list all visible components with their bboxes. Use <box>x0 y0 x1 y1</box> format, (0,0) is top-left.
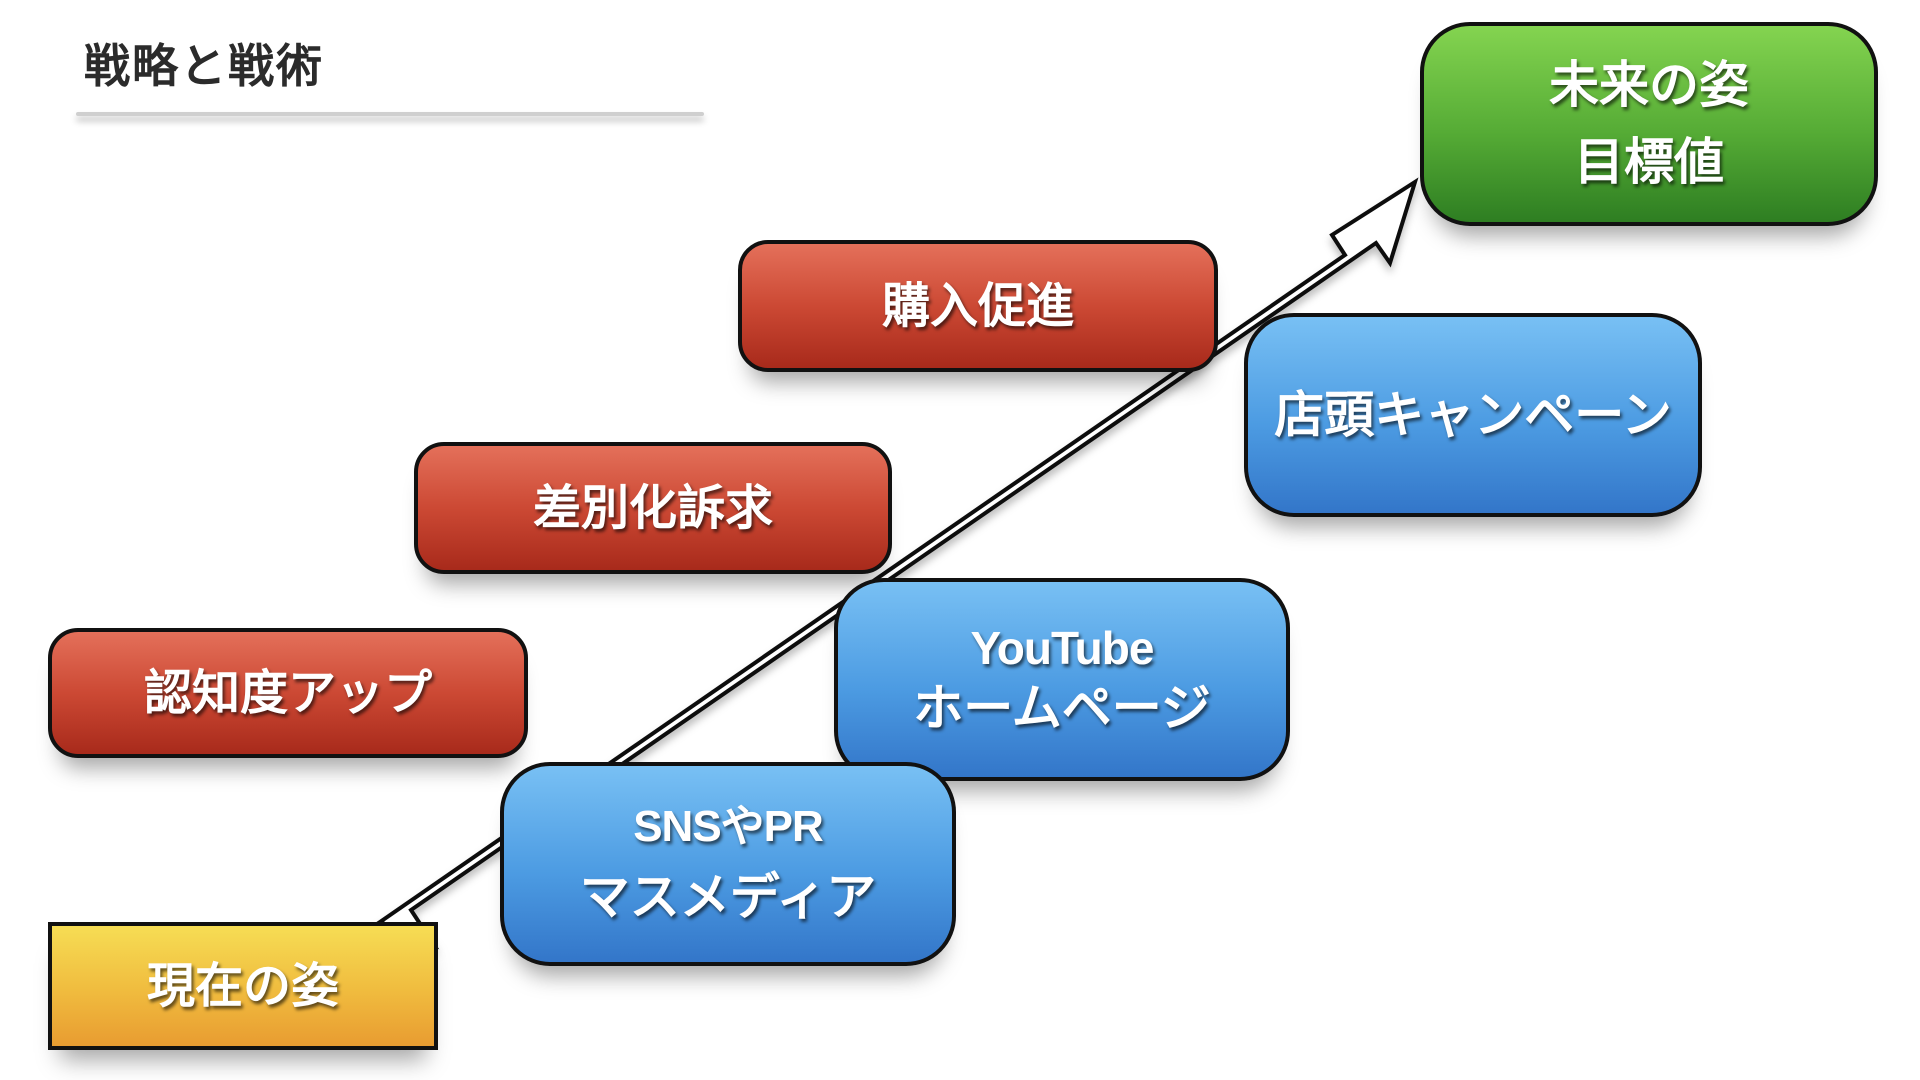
box-youtube-homepage: YouTube ホームページ <box>834 578 1290 781</box>
box-future-line2: 目標値 <box>1574 133 1724 191</box>
title-underline <box>76 112 704 116</box>
box-sns-media: SNSやPR マスメディア <box>500 762 956 966</box>
box-campaign-label: 店頭キャンペーン <box>1274 385 1672 444</box>
box-differentiation: 差別化訴求 <box>414 442 892 574</box>
box-youtube-line1: YouTube <box>970 621 1155 674</box>
box-current-state: 現在の姿 <box>48 922 438 1050</box>
page-title: 戦略と戦術 <box>84 39 324 93</box>
box-awareness-label: 認知度アップ <box>143 665 432 721</box>
box-awareness: 認知度アップ <box>48 628 528 758</box>
box-campaign: 店頭キャンペーン <box>1244 313 1702 517</box>
box-future-target: 未来の姿 目標値 <box>1420 22 1878 226</box>
box-current-state-label: 現在の姿 <box>146 958 339 1014</box>
box-purchase-promotion: 購入促進 <box>738 240 1218 372</box>
box-purchase-promotion-label: 購入促進 <box>881 278 1074 334</box>
box-sns-line2: マスメディア <box>579 868 877 927</box>
box-youtube-line2: ホームページ <box>913 679 1211 737</box>
box-future-line1: 未来の姿 <box>1549 55 1749 114</box>
box-differentiation-label: 差別化訴求 <box>532 480 773 536</box>
box-sns-line1: SNSやPR <box>633 802 824 852</box>
